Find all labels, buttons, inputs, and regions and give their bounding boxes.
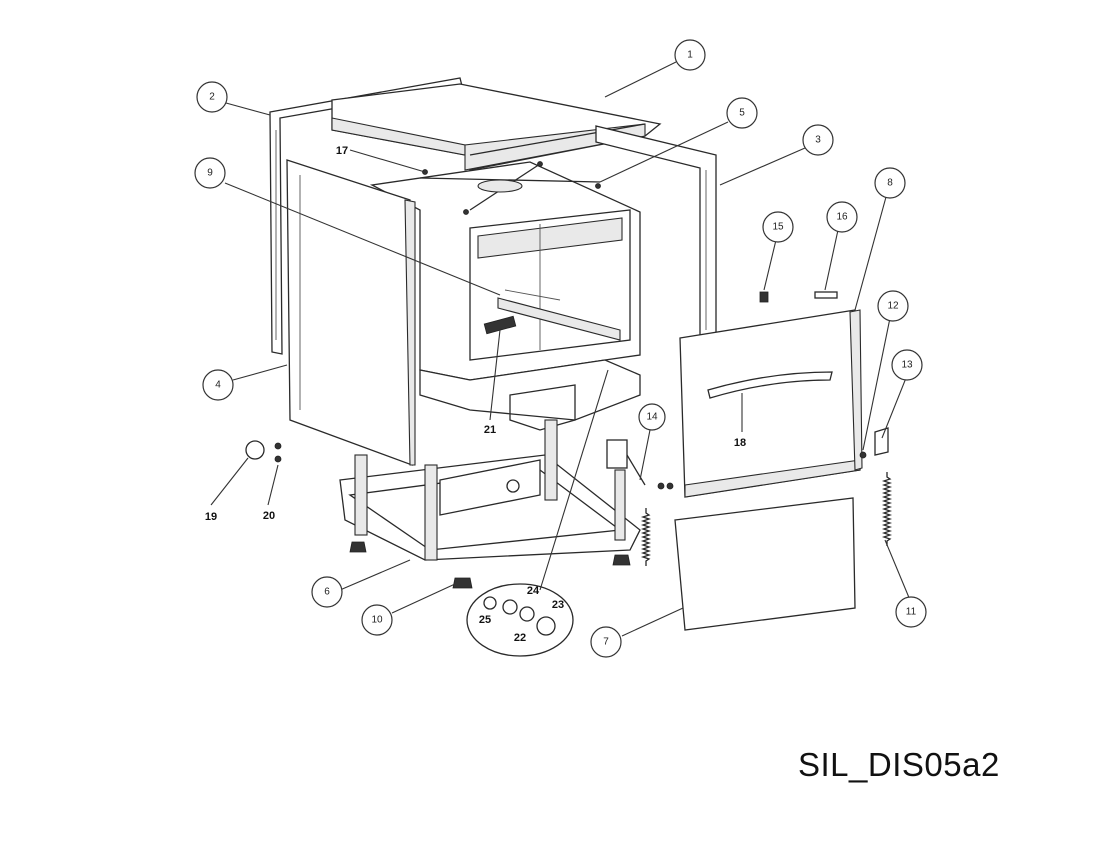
callout-14: 14 <box>638 403 666 431</box>
leader-lines <box>210 61 911 637</box>
callout-13-label: 13 <box>901 360 913 371</box>
switch-part-14 <box>606 439 674 490</box>
callout-7-label: 7 <box>603 637 609 648</box>
callout-5-label: 5 <box>739 108 745 119</box>
label-18: 18 <box>734 437 746 449</box>
label-24: 24 <box>527 585 540 597</box>
callout-8: 8 <box>874 167 906 199</box>
callout-16-label: 16 <box>836 212 848 223</box>
callout-3: 3 <box>802 124 834 156</box>
seal-and-plugs <box>245 440 282 463</box>
callout-4: 4 <box>202 369 234 401</box>
callout-2: 2 <box>196 81 228 113</box>
diagram-code-caption: SIL_DIS05a2 <box>798 746 1000 783</box>
label-17: 17 <box>336 145 348 157</box>
callout-5: 5 <box>726 97 758 129</box>
label-21: 21 <box>484 424 496 436</box>
label-25: 25 <box>479 614 491 626</box>
door-front-panel-part <box>674 497 856 631</box>
left-side-panel-part <box>286 159 416 466</box>
heater-element-part <box>483 315 517 335</box>
rear-panel-part <box>269 77 463 355</box>
callout-14-label: 14 <box>646 412 658 423</box>
top-cover-part <box>331 83 662 171</box>
wash-cavity-body <box>369 161 641 431</box>
callout-1: 1 <box>674 39 706 71</box>
callout-13: 13 <box>891 349 923 381</box>
callout-11: 11 <box>895 596 927 628</box>
callout-15: 15 <box>762 211 794 243</box>
label-19: 19 <box>205 511 217 523</box>
small-components-15-16 <box>759 291 838 303</box>
callout-2-label: 2 <box>209 92 215 103</box>
callout-16: 16 <box>826 201 858 233</box>
callout-6-label: 6 <box>324 587 330 598</box>
callout-9: 9 <box>194 157 226 189</box>
callout-3-label: 3 <box>815 135 821 146</box>
callout-4-label: 4 <box>215 380 221 391</box>
callout-9-label: 9 <box>207 168 213 179</box>
callout-1-label: 1 <box>687 50 693 61</box>
callout-11-label: 11 <box>906 607 917 618</box>
callout-15-label: 15 <box>772 222 784 233</box>
label-23: 23 <box>552 599 564 611</box>
callout-12-label: 12 <box>887 301 899 312</box>
label-22: 22 <box>514 632 526 644</box>
callout-12: 12 <box>877 290 909 322</box>
callout-10: 10 <box>361 604 393 636</box>
base-frame-part <box>339 419 641 589</box>
hinge-part <box>859 427 889 459</box>
door-springs <box>640 472 893 566</box>
door-part <box>679 309 863 498</box>
callout-8-label: 8 <box>887 178 893 189</box>
label-20: 20 <box>263 510 275 522</box>
detail-inset <box>466 583 574 657</box>
callout-7: 7 <box>590 626 622 658</box>
callout-10-label: 10 <box>371 615 383 626</box>
callout-6: 6 <box>311 576 343 608</box>
